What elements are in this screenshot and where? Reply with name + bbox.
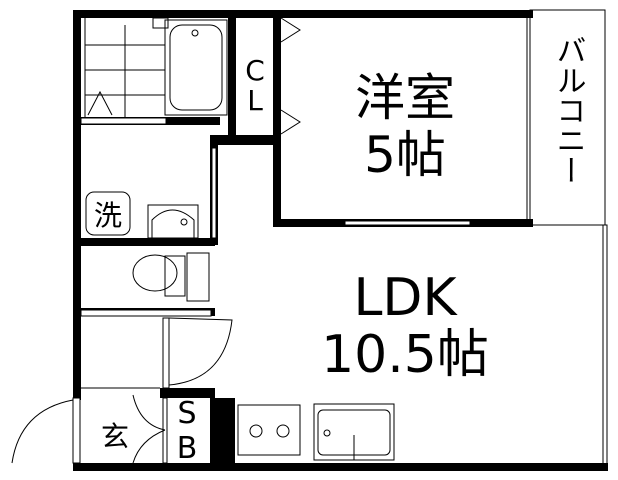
balcony-label: バルコニー — [551, 35, 586, 185]
ldk-name: LDK — [353, 268, 458, 328]
closet-label-c: C — [245, 54, 265, 87]
shoe-box-label-s: S — [177, 396, 196, 431]
western-room-size: 5帖 — [364, 126, 446, 184]
walls — [73, 10, 608, 471]
entrance-label: 玄 — [101, 420, 129, 453]
washroom-label: 洗 — [94, 199, 122, 232]
western-room-name: 洋室 — [355, 69, 455, 127]
ldk-size: 10.5帖 — [321, 325, 489, 385]
thin-lines — [11, 9, 608, 466]
closet-label-l: L — [247, 84, 263, 117]
shoe-box-label-b: B — [177, 431, 198, 466]
